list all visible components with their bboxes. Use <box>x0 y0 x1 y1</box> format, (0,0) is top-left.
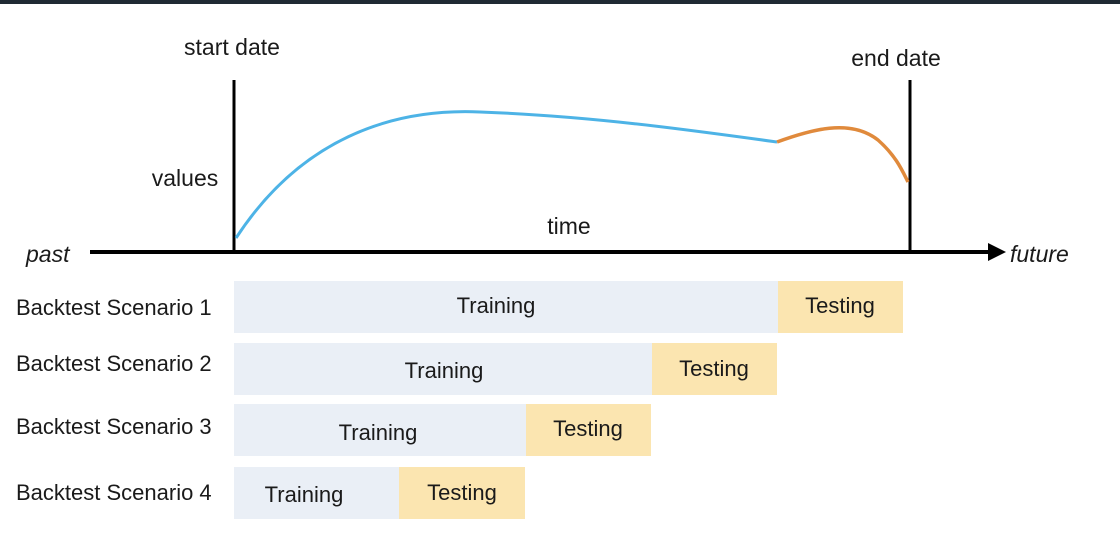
start-date-label: start date <box>184 34 280 60</box>
testing-block <box>399 467 525 519</box>
top-border-bar <box>0 0 1120 4</box>
scenario-name: Backtest Scenario 2 <box>16 351 212 376</box>
training-block <box>234 281 778 333</box>
future-label: future <box>1010 241 1069 267</box>
arrow-right-icon <box>988 243 1006 261</box>
past-label: past <box>25 241 71 267</box>
scenario-row: Backtest Scenario 2 Training Testing <box>16 343 777 395</box>
testing-block <box>526 404 651 456</box>
testing-label: Testing <box>553 416 623 441</box>
training-label: Training <box>265 482 344 507</box>
scenario-row: Backtest Scenario 4 Training Testing <box>16 467 525 519</box>
scenario-name: Backtest Scenario 3 <box>16 414 212 439</box>
training-block <box>234 467 399 519</box>
training-curve <box>234 110 778 239</box>
training-block <box>234 343 652 395</box>
scenario-name: Backtest Scenario 4 <box>16 480 212 505</box>
testing-curve <box>776 126 910 183</box>
scenario-row: Backtest Scenario 1 Training Testing <box>16 281 903 333</box>
scenario-row: Backtest Scenario 3 Training Testing <box>16 404 651 456</box>
testing-label: Testing <box>805 293 875 318</box>
time-label: time <box>547 213 590 239</box>
scenario-name: Backtest Scenario 1 <box>16 295 212 320</box>
end-date-label: end date <box>851 45 941 71</box>
testing-block <box>778 281 903 333</box>
training-label: Training <box>457 293 536 318</box>
values-label: values <box>152 165 218 191</box>
testing-label: Testing <box>427 480 497 505</box>
training-label: Training <box>339 420 418 445</box>
training-label: Training <box>405 358 484 383</box>
training-block <box>234 404 526 456</box>
testing-block <box>652 343 777 395</box>
testing-label: Testing <box>679 356 749 381</box>
